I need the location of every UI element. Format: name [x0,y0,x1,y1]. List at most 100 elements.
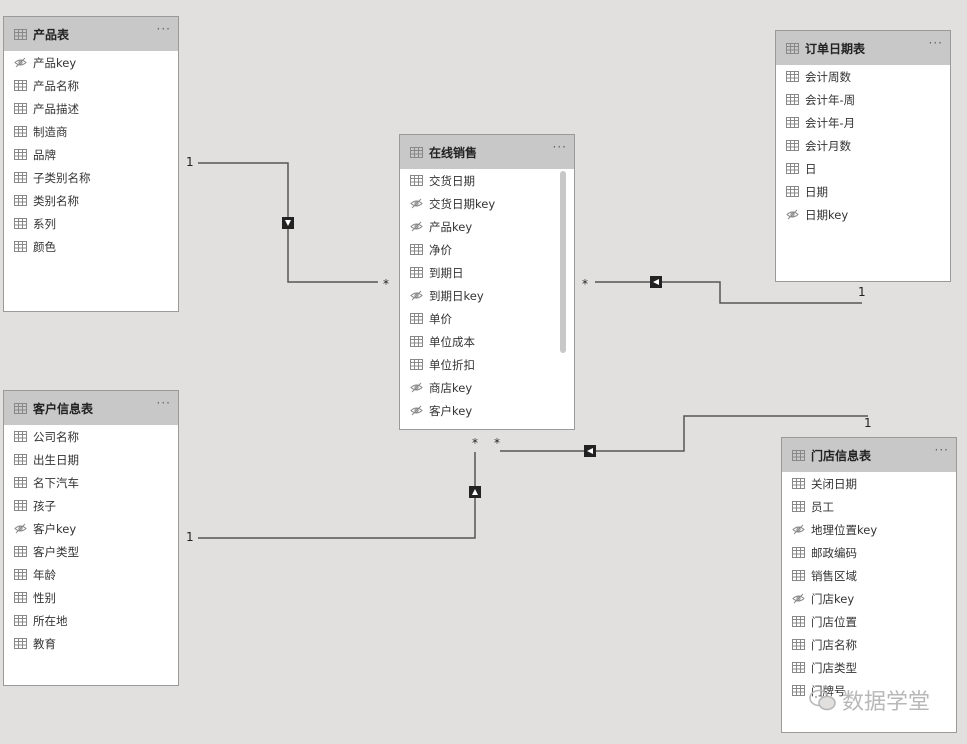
column-icon [786,186,799,197]
more-options-icon[interactable]: ··· [156,22,171,36]
table-card-customer[interactable]: 客户信息表···公司名称出生日期名下汽车孩子客户key 客户类型年龄性别所在地教育 [3,390,179,686]
field-row[interactable]: 颜色 [4,235,178,258]
field-label: 系列 [33,216,56,231]
field-row[interactable]: 制造商 [4,120,178,143]
field-row[interactable]: 日 [776,157,950,180]
column-icon [14,172,27,183]
field-label: 销售区域 [811,568,857,583]
more-options-icon[interactable]: ··· [928,36,943,50]
table-header[interactable]: 门店信息表 ··· [782,438,956,472]
more-options-icon[interactable]: ··· [552,140,567,154]
more-options-icon[interactable]: ··· [156,396,171,410]
field-row[interactable]: 日期 [776,180,950,203]
field-label: 单位折扣 [429,357,475,372]
field-row[interactable]: 出生日期 [4,448,178,471]
table-title: 门店信息表 [811,448,872,463]
field-row[interactable]: 交货日期key [400,192,574,215]
field-row[interactable]: 单位折扣 [400,353,574,376]
table-header[interactable]: 产品表 ··· [4,17,178,51]
column-icon [792,639,805,650]
field-row[interactable]: 关闭日期 [782,472,956,495]
field-row[interactable]: 员工 [782,495,956,518]
field-row[interactable]: 名下汽车 [4,471,178,494]
table-header[interactable]: 在线销售 ··· [400,135,574,169]
field-label: 品牌 [33,147,56,162]
column-icon [792,616,805,627]
relationship-customer-sales[interactable] [198,452,476,539]
table-icon [410,146,423,158]
field-label: 客户key [33,521,77,536]
field-label: 教育 [33,636,56,651]
column-icon [14,80,27,91]
table-icon [786,42,799,54]
cardinality-many-orderdate-side: * [582,277,588,291]
field-row[interactable]: 单价 [400,307,574,330]
column-icon [410,175,423,186]
table-card-orderdate[interactable]: 订单日期表···会计周数会计年-周会计年-月会计月数日日期日期key [775,30,951,282]
field-row[interactable]: 产品描述 [4,97,178,120]
hidden-field-icon [792,524,805,535]
field-row[interactable]: 会计年-月 [776,111,950,134]
field-row[interactable]: 类别名称 [4,189,178,212]
field-row[interactable]: 净价 [400,238,574,261]
table-header[interactable]: 客户信息表··· [4,391,178,425]
field-row[interactable]: 日期key [776,203,950,226]
table-title: 产品表 [33,27,70,42]
cardinality-one-orderdate: 1 [858,285,866,299]
field-row[interactable]: 商店key [400,376,574,399]
arrow-left-icon [587,448,593,454]
table-title: 在线销售 [429,145,478,160]
field-row[interactable]: 子类别名称 [4,166,178,189]
wechat-icon [809,689,836,711]
field-row[interactable]: 门店类型 [782,656,956,679]
field-row[interactable]: 交货日期 [400,169,574,192]
field-label: 交货日期 [429,173,475,188]
field-label: 日期 [805,184,828,199]
field-row[interactable]: 品牌 [4,143,178,166]
field-row[interactable]: 地理位置key [782,518,956,541]
relationship-orderdate-sales[interactable] [595,281,862,304]
field-row[interactable]: 孩子 [4,494,178,517]
table-header[interactable]: 订单日期表··· [776,31,950,65]
field-row[interactable]: 单位成本 [400,330,574,353]
field-row[interactable]: 会计月数 [776,134,950,157]
field-row[interactable]: 年龄 [4,563,178,586]
field-row[interactable]: 教育 [4,632,178,655]
field-row[interactable]: 产品名称 [4,74,178,97]
field-row[interactable]: 门店名称 [782,633,956,656]
field-row[interactable]: 门店位置 [782,610,956,633]
field-row[interactable]: 公司名称 [4,425,178,448]
field-row[interactable]: 到期日key [400,284,574,307]
field-row[interactable]: 门牌号 [782,679,956,702]
table-icon [792,449,805,461]
field-row[interactable]: 客户key [4,517,178,540]
field-row[interactable]: 到期日 [400,261,574,284]
field-row[interactable]: 销售区域 [782,564,956,587]
column-icon [410,359,423,370]
field-label: 门店key [811,591,855,606]
vertical-scrollbar[interactable] [560,171,566,353]
field-row[interactable]: 产品key [400,215,574,238]
field-row[interactable]: 邮政编码 [782,541,956,564]
column-icon [792,685,805,696]
more-options-icon[interactable]: ··· [934,443,949,457]
field-row[interactable]: 性别 [4,586,178,609]
field-row[interactable]: 产品key [4,51,178,74]
cardinality-many-customer-side: * [472,436,478,450]
watermark-text: 数据学堂 [842,690,931,715]
field-row[interactable]: 会计年-周 [776,88,950,111]
field-row[interactable]: 会计周数 [776,65,950,88]
field-row[interactable]: 所在地 [4,609,178,632]
field-row[interactable]: 客户key [400,399,574,422]
field-row[interactable]: 门店key [782,587,956,610]
field-label: 员工 [811,499,834,514]
cardinality-one-customer: 1 [186,530,194,544]
field-row[interactable]: 客户类型 [4,540,178,563]
hidden-field-icon [410,198,423,209]
field-row[interactable]: 系列 [4,212,178,235]
hidden-field-icon [14,57,27,68]
column-icon [410,267,423,278]
